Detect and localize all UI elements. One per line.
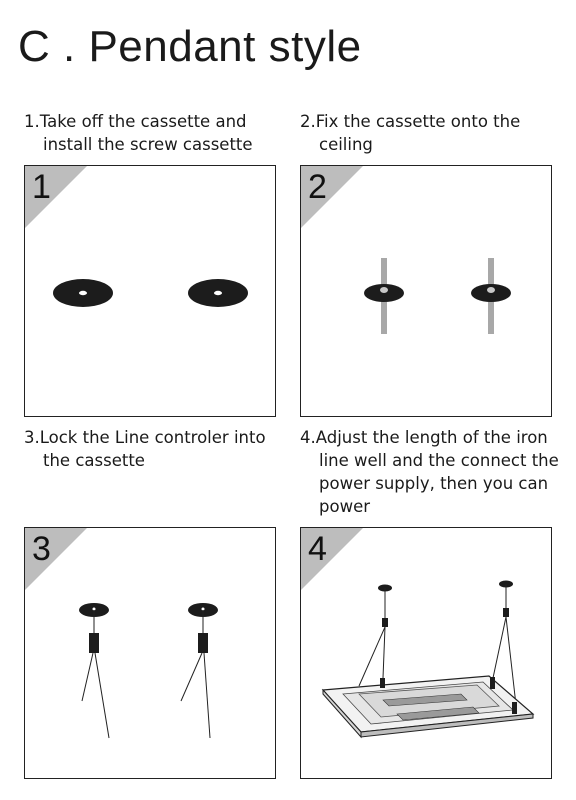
wire-right-b xyxy=(203,652,211,739)
wire-left-a xyxy=(81,652,94,702)
step-corner-badge xyxy=(25,528,87,590)
wire-lower-right-b xyxy=(505,616,517,706)
step-3-caption-line1: 3.Lock the Line controler into xyxy=(24,428,266,447)
cassette-hole-right xyxy=(201,607,205,611)
cassette-hole-left xyxy=(92,607,96,611)
panel-clip-left-back xyxy=(380,678,385,688)
step-4-caption-line3: power supply, then you can xyxy=(319,474,549,493)
step-2-caption: 2.Fix the cassette onto the ceiling xyxy=(300,110,520,156)
step-1-caption-line2: install the screw cassette xyxy=(43,135,253,154)
wire-lower-left-b xyxy=(382,626,386,679)
step-3-caption: 3.Lock the Line controler into the casse… xyxy=(24,426,266,472)
step-1-panel: 1 xyxy=(24,165,276,417)
screw-head-left xyxy=(380,287,388,293)
step-2-panel: 2 xyxy=(300,165,552,417)
step-4-caption-line4: power xyxy=(319,497,370,516)
step-1-caption-line1: 1.Take off the cassette and xyxy=(24,112,247,131)
step-number: 1 xyxy=(32,168,51,206)
step-number: 3 xyxy=(32,530,51,568)
step-corner-badge xyxy=(301,528,363,590)
wire-right-a xyxy=(180,652,203,702)
step-corner-badge xyxy=(301,166,363,228)
step-4-caption: 4.Adjust the length of the iron line wel… xyxy=(300,426,559,518)
led-strip-lower xyxy=(396,706,480,721)
line-controller-right xyxy=(503,608,509,617)
step-2-caption-line2: ceiling xyxy=(319,135,373,154)
panel-clip-right-back xyxy=(490,677,495,689)
wire-left-b xyxy=(94,652,110,739)
step-4-panel: 4 xyxy=(300,527,552,779)
step-corner-badge xyxy=(25,166,87,228)
line-controller-left xyxy=(382,618,388,627)
wire-lower-right-a xyxy=(492,616,507,679)
line-controller-illustration xyxy=(79,603,218,739)
screw-head-right xyxy=(487,287,495,293)
line-controller-left xyxy=(89,633,99,653)
step-4-caption-line1: 4.Adjust the length of the iron xyxy=(300,428,548,447)
line-controller-right xyxy=(198,633,208,653)
cassette-illustration xyxy=(53,279,248,307)
step-number: 2 xyxy=(308,168,327,206)
page-title: C . Pendant style xyxy=(18,22,362,71)
pendant-panel-illustration xyxy=(321,580,535,739)
cassette-hole-left xyxy=(79,290,87,296)
step-1-caption: 1.Take off the cassette and install the … xyxy=(24,110,253,156)
step-2-caption-line1: 2.Fix the cassette onto the xyxy=(300,112,521,131)
ceiling-fixing-illustration xyxy=(364,258,511,334)
step-4-caption-line2: line well and the connect the xyxy=(319,451,559,470)
light-panel-side xyxy=(322,688,362,739)
step-3-panel: 3 xyxy=(24,527,276,779)
panel-clip-right-front xyxy=(512,702,517,714)
step-number: 4 xyxy=(308,530,327,568)
cassette-hole-right xyxy=(214,290,222,296)
step-3-caption-line2: the cassette xyxy=(43,451,145,470)
wire-lower-left-a xyxy=(358,626,386,687)
led-strip-upper xyxy=(382,693,468,707)
